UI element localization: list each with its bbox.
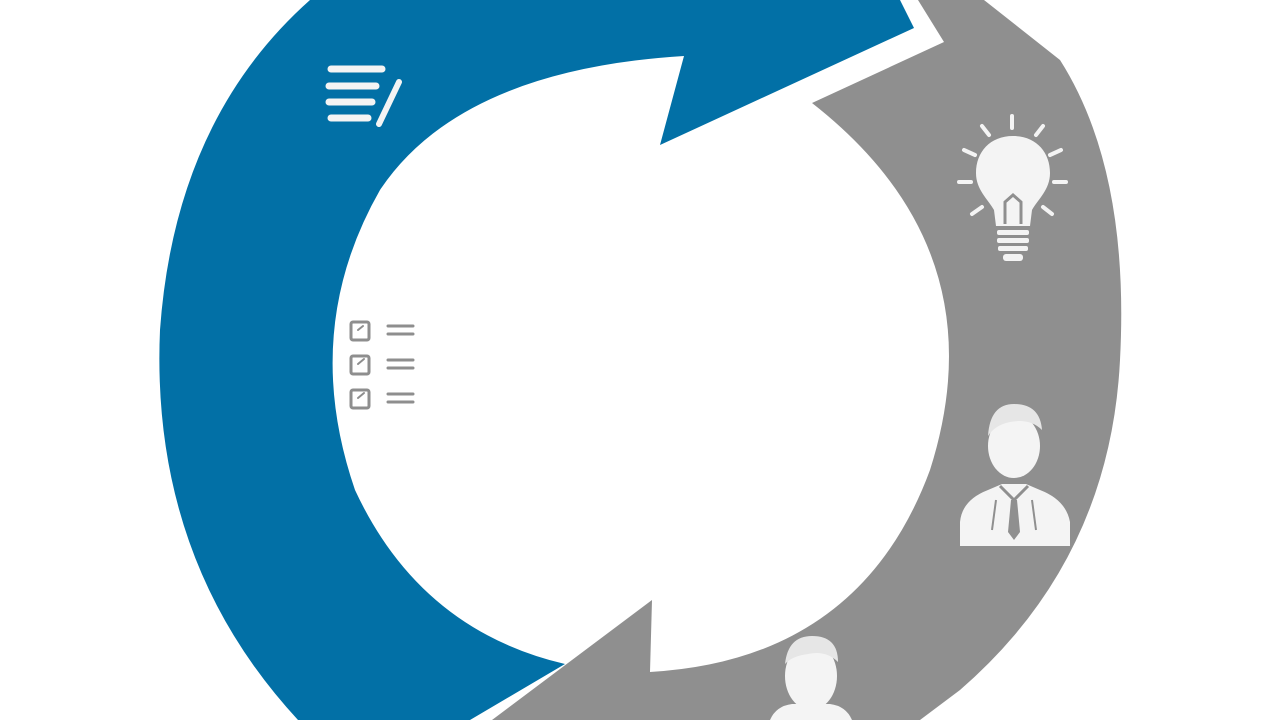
lightbulb-icon <box>957 114 1068 261</box>
gray-cycle-arc <box>492 0 1122 720</box>
notes-pencil-icon <box>325 65 402 127</box>
businessman-icon <box>960 404 1070 546</box>
person-icon <box>770 636 852 720</box>
blue-cycle-arc <box>159 0 915 720</box>
checklist-icon <box>349 320 415 410</box>
